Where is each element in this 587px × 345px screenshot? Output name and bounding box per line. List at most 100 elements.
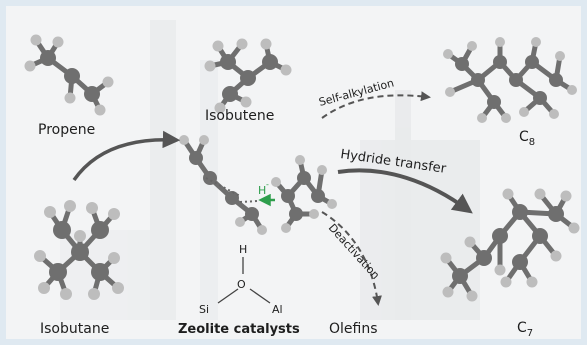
c7-label: C7 (517, 320, 533, 339)
hydrogen-atom (477, 113, 487, 123)
carbon-atom (549, 73, 563, 87)
hydrogen-atom (199, 135, 209, 145)
hydrogen-atom (112, 282, 124, 294)
hydrogen-atom (445, 87, 455, 97)
interaction-dotted-line-2 (239, 200, 259, 203)
carbon-atom (222, 86, 238, 102)
hydrogen-atom (295, 155, 305, 165)
carbocation-complex-molecule (179, 135, 337, 235)
carbon-atom (53, 221, 71, 239)
carbon-atom (240, 70, 256, 86)
hydride-symbol: H (258, 184, 266, 197)
hydrogen-atom (44, 206, 56, 218)
carbon-atom (452, 268, 468, 284)
c8-label: C8 (519, 129, 535, 148)
carbon-atom (548, 206, 564, 222)
hydrogen-atom (317, 165, 327, 175)
carbon-atom (245, 207, 259, 221)
carbon-atom (49, 263, 67, 281)
carbon-atom (91, 221, 109, 239)
carbon-atom (281, 189, 295, 203)
carbon-atom (492, 228, 508, 244)
hydrogen-atom (534, 188, 546, 200)
carbon-atom (487, 95, 501, 109)
carbon-atom (493, 55, 507, 69)
isobutane-label: Isobutane (40, 321, 109, 337)
carbon-atom (262, 54, 278, 70)
hydrogen-atom (34, 250, 46, 262)
hydrogen-atom (519, 107, 529, 117)
carbon-atom (189, 151, 203, 165)
hydrogen-atom (467, 41, 477, 51)
hydrogen-atom (440, 252, 452, 264)
carbon-atom (471, 73, 485, 87)
carbon-atom (476, 250, 492, 266)
hydrogen-atom (94, 104, 106, 116)
hydrogen-atom (327, 199, 337, 209)
zeolite-h: H (239, 243, 247, 256)
hydrogen-atom (235, 217, 245, 227)
hydrogen-atom (236, 38, 248, 50)
hydrogen-atom (549, 109, 559, 119)
hydrogen-atom (442, 286, 454, 298)
hydrogen-atom (108, 208, 120, 220)
hydride-charge: - (266, 180, 269, 189)
zeolite-o: O (237, 278, 246, 291)
refinery-background (60, 20, 480, 320)
carbon-atom (40, 50, 56, 66)
carbon-atom (525, 55, 539, 69)
hydrogen-atom (501, 113, 511, 123)
hydrogen-atom (212, 40, 224, 52)
zeolite-structure: H O Si Al Zeolite catalysts (178, 243, 300, 337)
zeolite-si: Si (199, 303, 209, 316)
hydrogen-atom (64, 92, 76, 104)
hydrogen-atom (204, 60, 216, 72)
hydrogen-atom (179, 135, 189, 145)
propene-molecule (24, 34, 114, 116)
hydrogen-atom (60, 288, 72, 300)
hydrogen-atom (271, 177, 281, 187)
hydrogen-atom (560, 190, 572, 202)
isobutene-label: Isobutene (205, 108, 274, 124)
c7-molecule (440, 188, 580, 302)
hydrogen-atom (568, 222, 580, 234)
hydrogen-atom (280, 64, 292, 76)
hydrogen-atom (257, 225, 267, 235)
hydrogen-atom (526, 276, 538, 288)
carbon-atom (91, 263, 109, 281)
carbon-atom (71, 243, 89, 261)
olefins-label: Olefins (329, 321, 378, 337)
hydrogen-atom (108, 252, 120, 264)
zeolite-title: Zeolite catalysts (178, 322, 300, 337)
carbon-atom (311, 189, 325, 203)
carbon-atom (84, 86, 100, 102)
carbon-atom (64, 68, 80, 84)
hydrogen-atom (531, 37, 541, 47)
hydrogen-atom (495, 37, 505, 47)
hydrogen-atom (500, 276, 512, 288)
hydrogen-atom (550, 250, 562, 262)
hydrogen-atom (38, 282, 50, 294)
carbon-atom (512, 204, 528, 220)
hydrogen-atom (502, 188, 514, 200)
isobutene-molecule (204, 38, 292, 114)
hydrogen-atom (466, 290, 478, 302)
c8-molecule (443, 37, 577, 123)
hydrogen-atom (281, 223, 291, 233)
carbon-atom (455, 57, 469, 71)
carbon-atom (225, 191, 239, 205)
propene-label: Propene (38, 122, 95, 138)
carbon-atom (533, 91, 547, 105)
hydrogen-atom (309, 209, 319, 219)
self-alkylation-arrow (321, 91, 431, 119)
carbon-atom (297, 171, 311, 185)
carbon-atom (289, 207, 303, 221)
hydrogen-atom (86, 202, 98, 214)
carbon-atom (509, 73, 523, 87)
hydrogen-atom (240, 96, 252, 108)
hydrogen-atom (30, 34, 42, 46)
hydrogen-atom (443, 49, 453, 59)
hydrogen-atom (88, 288, 100, 300)
interaction-dotted-line (205, 177, 241, 197)
